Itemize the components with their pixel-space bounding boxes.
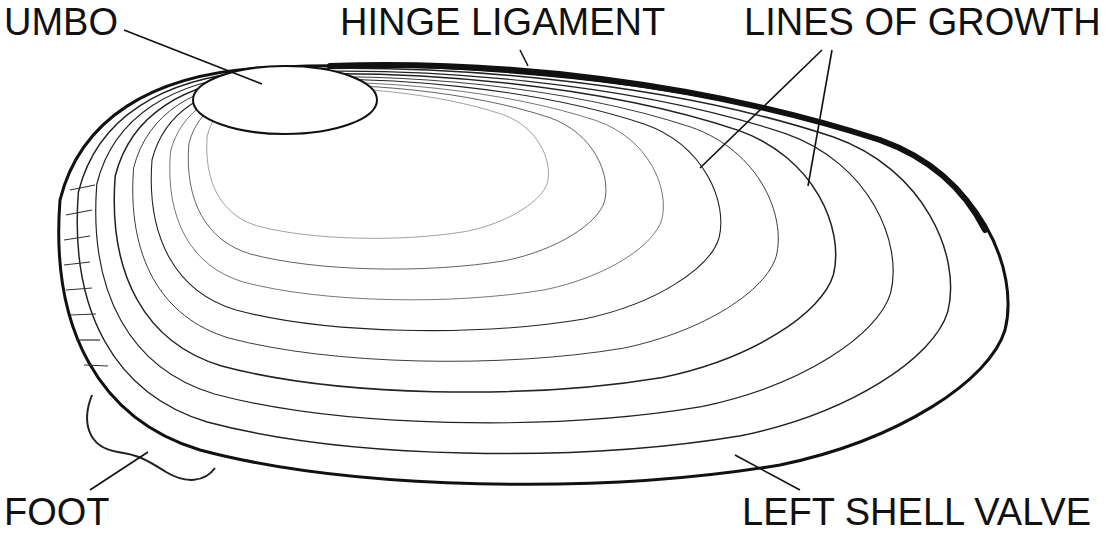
leader-lines bbox=[90, 30, 832, 490]
shell-hatching bbox=[64, 185, 108, 366]
part-label: LEFT SHELL VALVE bbox=[740, 492, 1093, 534]
growth-lines bbox=[77, 68, 950, 453]
part-label: FOOT bbox=[2, 492, 112, 534]
part-label: LINES OF GROWTH bbox=[742, 2, 1103, 44]
part-label: UMBO bbox=[2, 2, 120, 44]
hinge-ligament-shading bbox=[330, 65, 985, 230]
umbo-shape bbox=[193, 66, 377, 134]
shell-outline bbox=[59, 66, 1008, 485]
part-label: HINGE LIGAMENT bbox=[338, 2, 667, 44]
